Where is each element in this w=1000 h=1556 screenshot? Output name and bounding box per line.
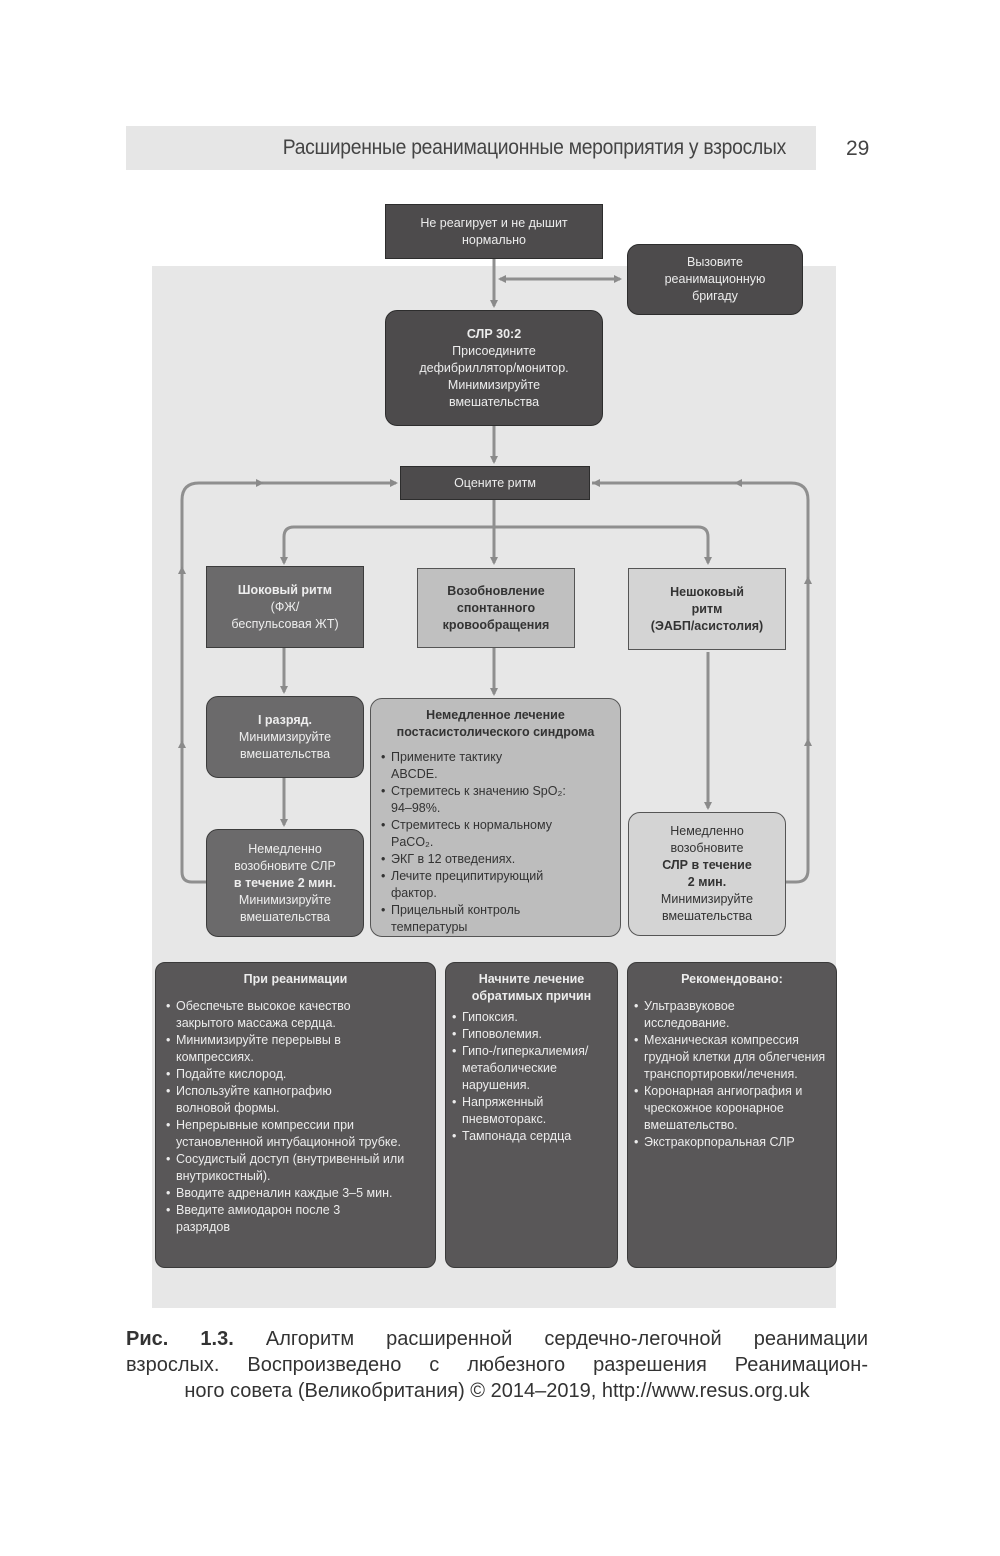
list-item: Вводите адреналин каждые 3–5 мин. <box>166 1185 425 1202</box>
reversible-causes-panel: Начните лечение обратимых причин Гипокси… <box>445 962 618 1268</box>
list-item: Непрерывные компрессии при установленной… <box>166 1117 426 1151</box>
list-item: Прицельный контроль температуры <box>381 902 561 936</box>
list-item: Сосудистый доступ (внутривенный или внут… <box>166 1151 426 1185</box>
shock-box: I разряд. Минимизируйте вмешательства <box>206 696 364 778</box>
page-number: 29 <box>846 137 870 160</box>
list-item: Гипоксия. <box>452 1009 611 1026</box>
cpr-box: СЛР 30:2 Присоедините дефибриллятор/мони… <box>385 310 603 426</box>
figure-label: Рис. 1.3. <box>126 1328 234 1350</box>
post-arrest-care-box: Немедленное лечение постасистолического … <box>370 698 621 937</box>
running-header: Расширенные реанимационные мероприятия у… <box>126 126 816 170</box>
nonshockable-rhythm-box: Нешоковый ритм (ЭАБП/асистолия) <box>628 568 786 650</box>
list-item: ЭКГ в 12 отведениях. <box>381 851 610 868</box>
shockable-rhythm-box: Шоковый ритм (ФЖ/ беспульсовая ЖТ) <box>206 566 364 648</box>
during-cpr-list: Обеспечьте высокое качество закрытого ма… <box>166 998 425 1236</box>
list-item: Напряженный пневмоторакс. <box>452 1094 582 1128</box>
list-item: Подайте кислород. <box>166 1066 425 1083</box>
resume-cpr-shockable-box: Немедленно возобновите СЛР в течение 2 м… <box>206 829 364 937</box>
list-item: Гиповолемия. <box>452 1026 611 1043</box>
loop-right <box>592 481 810 884</box>
list-item: Гипо-/гиперкалиемия/ метаболические нару… <box>452 1043 612 1094</box>
list-item: Минимизируйте перерывы в компрессиях. <box>166 1032 366 1066</box>
running-header-title: Расширенные реанимационные мероприятия у… <box>282 136 787 159</box>
branch-connector <box>282 525 710 562</box>
list-item: Ультразвуковое исследование. <box>634 998 774 1032</box>
figure-caption: Рис. 1.3. Алгоритм расширенной сердечно-… <box>126 1328 868 1402</box>
list-item: Экстракорпоральная СЛР <box>634 1134 830 1151</box>
recommended-panel: Рекомендовано: Ультразвуковое исследован… <box>627 962 837 1268</box>
assess-rhythm-box: Оцените ритм <box>400 466 590 500</box>
list-item: Стремитесь к нормальному PaCO₂. <box>381 817 596 851</box>
unresponsive-box: Не реагирует и не дышит нормально <box>385 204 603 259</box>
list-item: Стремитесь к значению SpO₂: 94–98%. <box>381 783 566 817</box>
list-item: Обеспечьте высокое качество закрытого ма… <box>166 998 391 1032</box>
list-item: Коронарная ангиография и чрескожное коро… <box>634 1083 830 1134</box>
list-item: Введите амиодарон после 3 разрядов <box>166 1202 371 1236</box>
list-item: Используйте капнографию волновой формы. <box>166 1083 376 1117</box>
call-team-box: Вызовите реанимационную бригаду <box>627 244 803 315</box>
recommended-list: Ультразвуковое исследование. Механическа… <box>634 998 830 1151</box>
loop-left <box>180 481 396 884</box>
rosc-box: Возобновление спонтанного кровообращения <box>417 568 575 648</box>
reversible-causes-list: Гипоксия. Гиповолемия. Гипо-/гиперкалием… <box>452 1009 611 1145</box>
during-cpr-panel: При реанимации Обеспечьте высокое качест… <box>155 962 436 1268</box>
list-item: Тампонада сердца <box>452 1128 611 1145</box>
post-arrest-list: Примените тактику ABCDE. Стремитесь к зн… <box>381 749 610 936</box>
list-item: Механическая компрессия грудной клетки д… <box>634 1032 830 1083</box>
list-item: Лечите преципитирующий фактор. <box>381 868 586 902</box>
list-item: Примените тактику ABCDE. <box>381 749 541 783</box>
resume-cpr-nonshockable-box: Немедленно возобновите СЛР в течение 2 м… <box>628 812 786 936</box>
